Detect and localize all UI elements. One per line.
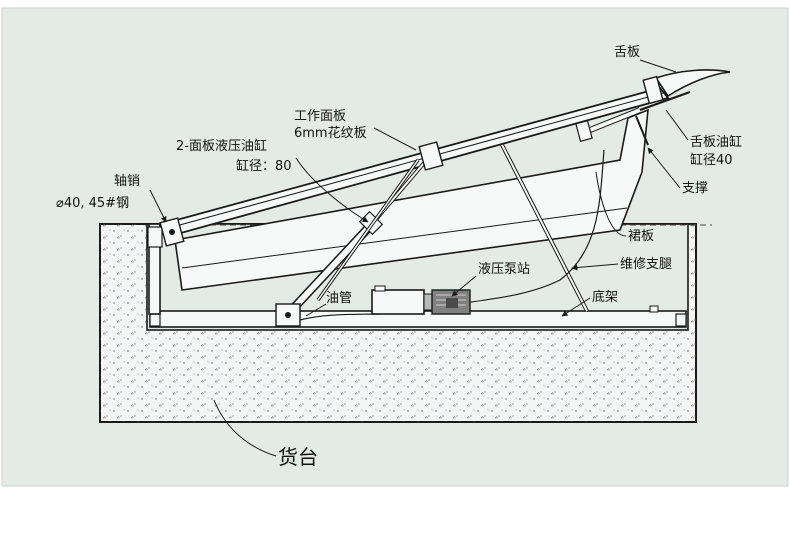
- rear-post-bracket: [147, 226, 163, 248]
- label-skirt: 裙板: [595, 171, 654, 244]
- panel-cylinder-rear: [316, 158, 420, 302]
- tongue-hinge: [642, 75, 664, 105]
- panel-cylinder-bottom-mount: [275, 303, 301, 327]
- rear-post: [148, 223, 161, 315]
- panel-cylinder-top-mount: [418, 141, 444, 171]
- svg-text:货台: 货台: [278, 445, 318, 469]
- svg-text:工作面板: 工作面板: [294, 109, 346, 124]
- hinge-pin: [159, 217, 185, 247]
- label-tongue-cylinder: 舌板油缸 缸径40: [665, 109, 742, 168]
- svg-text:缸径：80: 缸径：80: [236, 158, 292, 174]
- skirt-inner-line: [181, 207, 628, 269]
- tongue-plate: [654, 69, 731, 98]
- svg-text:⌀40, 45#钢: ⌀40, 45#钢: [56, 196, 129, 211]
- svg-text:油管: 油管: [326, 291, 352, 306]
- label-pump-station: 液压泵站: [451, 262, 530, 297]
- maintenance-leg-inner: [496, 134, 588, 312]
- svg-text:维修支腿: 维修支腿: [620, 257, 672, 272]
- hydraulic-pump-station: [371, 285, 471, 315]
- skirt-plate: [174, 108, 649, 291]
- svg-text:底架: 底架: [592, 289, 618, 305]
- svg-text:缸径40: 缸径40: [690, 152, 733, 168]
- svg-text:2-面板液压油缸: 2-面板液压油缸: [176, 138, 267, 154]
- svg-text:裙板: 裙板: [628, 229, 654, 244]
- svg-text:6mm花纹板: 6mm花纹板: [294, 125, 367, 141]
- label-support: 支撑: [647, 147, 708, 196]
- svg-text:轴销: 轴销: [114, 174, 140, 189]
- tongue-cylinder: [575, 90, 691, 142]
- svg-text:舌板: 舌板: [614, 45, 640, 60]
- label-maintenance-leg: 维修支腿: [571, 257, 672, 272]
- pump-motor: [431, 289, 471, 315]
- label-pin: 轴销 ⌀40, 45#钢: [56, 174, 167, 223]
- svg-text:支撑: 支撑: [682, 181, 708, 196]
- label-work-panel: 工作面板 6mm花纹板: [294, 109, 417, 151]
- label-platform: 货台: [213, 399, 318, 469]
- label-tongue: 舌板: [614, 45, 677, 73]
- label-oil-pipe: 油管: [305, 291, 352, 317]
- label-panel-cylinder: 2-面板液压油缸 缸径：80: [176, 138, 369, 223]
- svg-text:液压泵站: 液压泵站: [478, 262, 530, 277]
- label-base-frame: 底架: [561, 289, 618, 317]
- svg-text:舌板油缸: 舌板油缸: [690, 134, 742, 150]
- support-link: [635, 115, 649, 146]
- oil-pipe: [299, 149, 605, 321]
